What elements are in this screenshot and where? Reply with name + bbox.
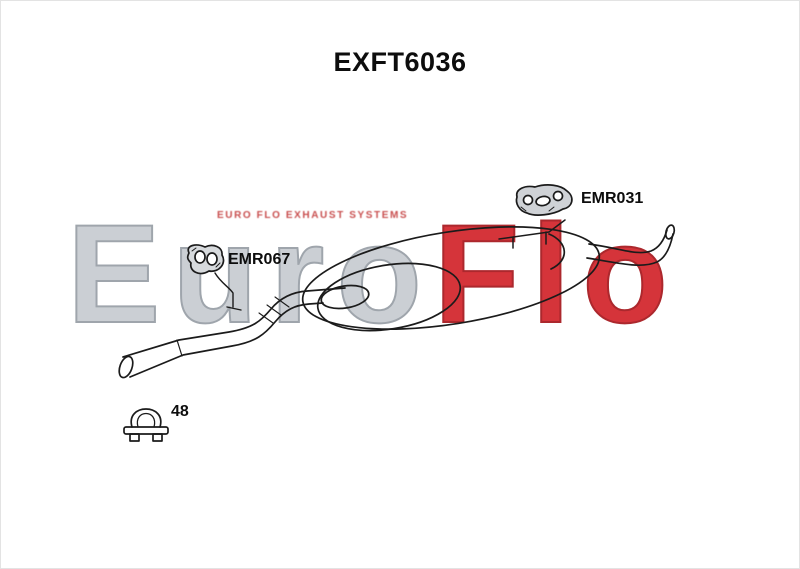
brand-watermark: EuroFlo <box>66 203 680 345</box>
top-hanger-rod <box>498 219 566 249</box>
tail-pipe <box>586 224 676 267</box>
inlet-pipe <box>118 287 346 379</box>
clamp-size-label: 48 <box>171 403 189 420</box>
brand-watermark-tagline: EURO FLO EXHAUST SYSTEMS <box>217 210 409 221</box>
silencer-body <box>301 226 601 332</box>
gasket-part-number: EMR031 <box>581 190 644 207</box>
page-title: EXFT6036 <box>333 47 467 77</box>
rubber-mount-drawing <box>186 244 242 311</box>
mount-part-number: EMR067 <box>228 251 291 268</box>
clamp-drawing <box>123 408 169 442</box>
brand-watermark-euro: Euro <box>66 195 434 352</box>
gasket-drawing <box>515 184 573 216</box>
